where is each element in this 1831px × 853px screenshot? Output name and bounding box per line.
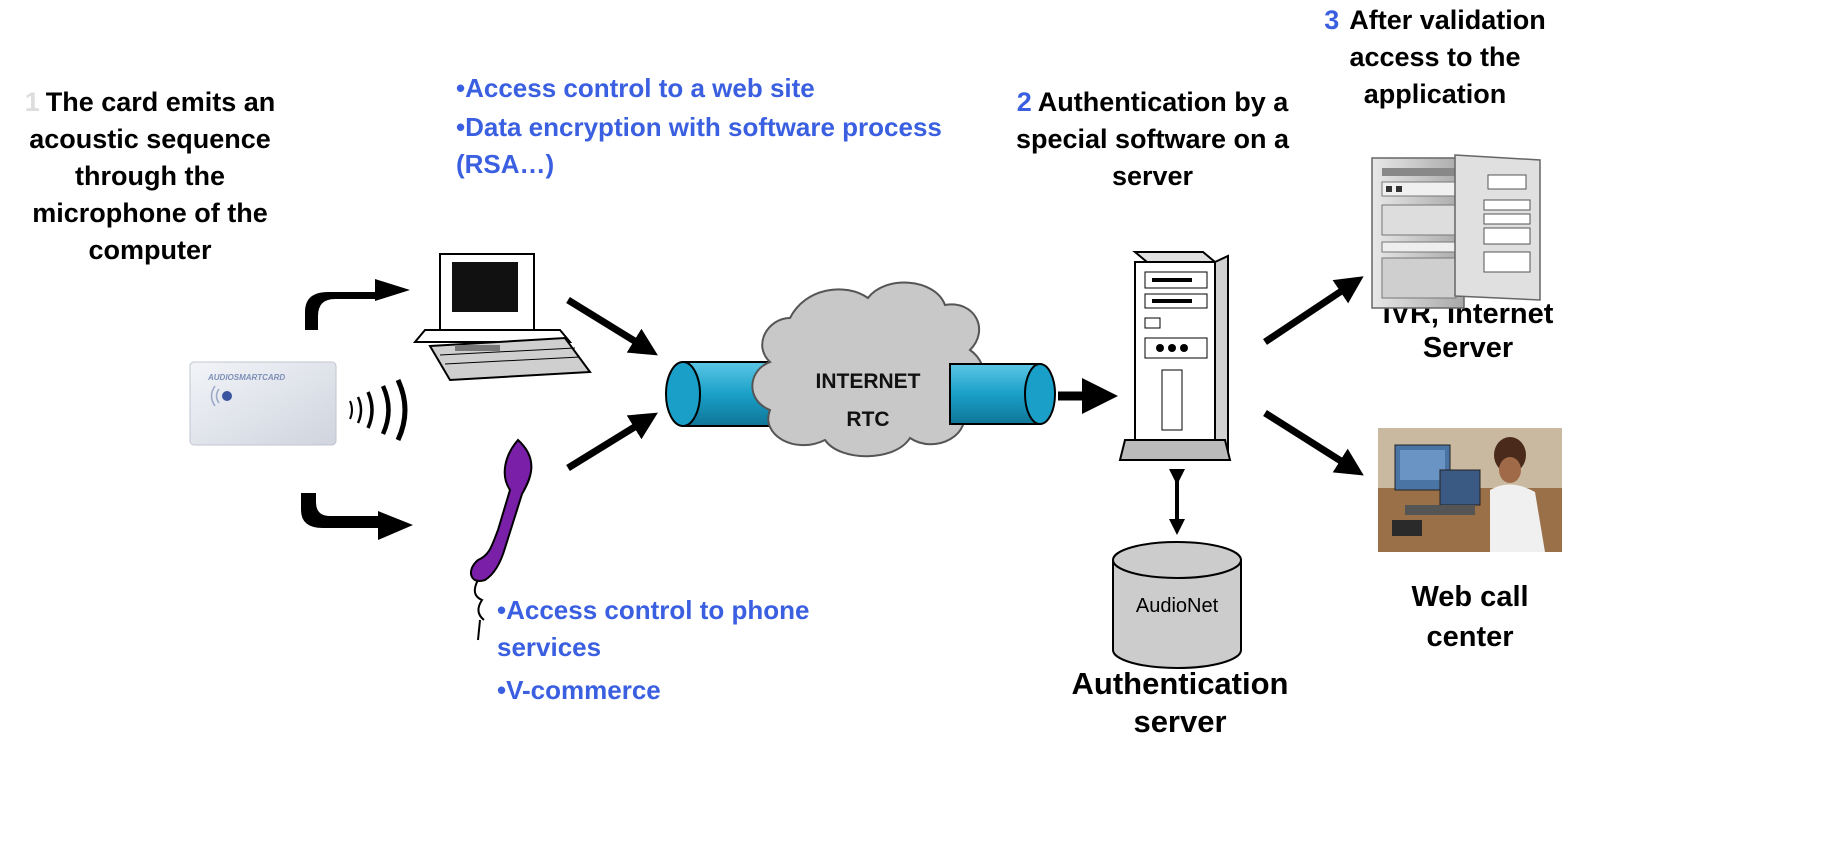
server-to-call-center-arrow [1263, 410, 1364, 476]
database-icon: AudioNet [1112, 541, 1242, 669]
telephone-handset-icon [469, 438, 533, 641]
cloud-label-rtc: RTC [846, 408, 889, 431]
database-label: AudioNet [1136, 595, 1219, 617]
step-2-number: 2 [1016, 87, 1032, 117]
card-to-computer-arrow [305, 279, 410, 330]
computer-to-internet-arrow [566, 297, 658, 356]
computer-use-item: •Access control to a web site [456, 73, 815, 103]
sound-waves-icon [349, 378, 408, 442]
web-call-center-label: Web call center [1411, 581, 1529, 653]
cloud-label-internet: INTERNET [816, 370, 921, 393]
step-3-text: After validation access to the applicati… [1349, 5, 1546, 109]
step-1-text: The card emits an acoustic sequence thro… [29, 87, 276, 265]
rack-server-icon [1371, 154, 1541, 309]
network-pipe-right [949, 363, 1056, 425]
card-brand-text: AUDIOSMARTCARD [207, 373, 285, 382]
server-to-ivr-arrow [1263, 276, 1364, 345]
server-tower-icon [1118, 251, 1232, 461]
smart-card-icon: AUDIOSMARTCARD [189, 361, 337, 446]
phone-to-internet-arrow [566, 412, 658, 471]
phone-use-item: •V-commerce [497, 675, 661, 705]
authentication-server-label: Authentication server [1071, 666, 1289, 739]
call-center-photo [1378, 428, 1562, 552]
computer-icon [412, 253, 592, 382]
ivr-internet-server-label: IVR, Internet Server [1382, 298, 1554, 364]
internet-cloud: INTERNET RTC [751, 281, 986, 458]
step-3-caption: 3 After validation access to the applicat… [1300, 2, 1570, 113]
step-1-number: 1 [24, 87, 40, 117]
phone-use-item: •Access control to phone services [497, 595, 810, 662]
computer-use-item: •Data encryption with software process (… [456, 112, 942, 179]
phone-uses-list: •Access control to phone services •V-com… [497, 592, 917, 715]
step-2-text: Authentication by a special software on … [1015, 87, 1290, 191]
computer-uses-list: •Access control to a web site •Data encr… [456, 70, 976, 185]
card-to-phone-arrow [301, 493, 413, 540]
step-3-number: 3 [1324, 5, 1340, 35]
